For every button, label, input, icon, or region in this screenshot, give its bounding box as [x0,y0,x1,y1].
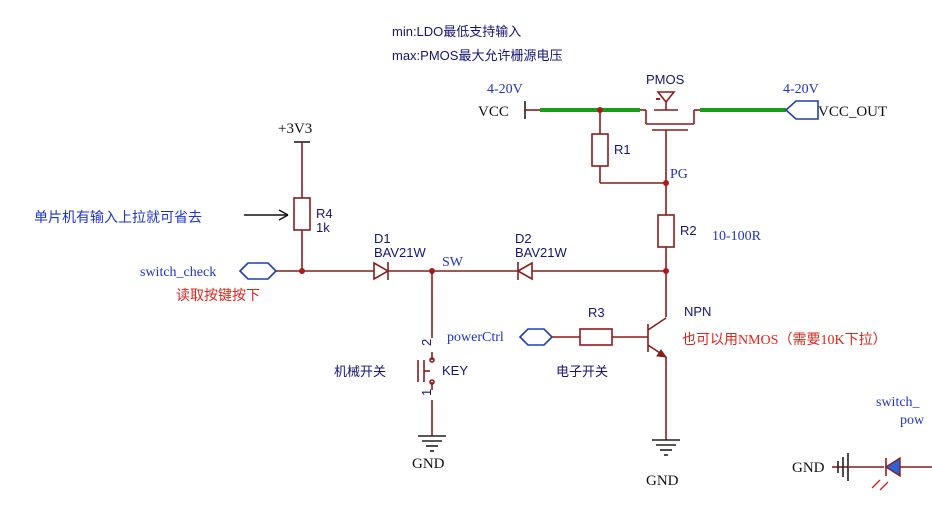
d1-diode [373,261,390,281]
key-pin1: 1 [419,389,434,396]
r1-label: R1 [614,142,631,157]
r4-optional-note: 单片机有输入上拉就可省去 [34,210,202,226]
sw-net-label: SW [442,255,464,270]
pg-label: PG [670,167,688,182]
r3-resistor [579,328,613,346]
r4-label: R4 [316,206,333,221]
pmos-label: PMOS [646,72,685,87]
v3v3-label: +3V3 [278,121,312,137]
gnd-label-key: GND [412,456,445,472]
r4-value: 1k [316,220,330,235]
note-max: max:PMOS最大允许栅源电压 [392,48,562,63]
gnd-symbol-key [418,435,446,452]
vcc-out-range-label: 4-20V [783,82,819,97]
key-label: KEY [442,363,468,378]
d2-diode [516,261,533,281]
vcc-range-label: 4-20V [487,82,523,97]
d1-label: D1 [374,231,391,246]
pmos-symbol [640,91,700,176]
junction-r4 [299,268,305,274]
gnd-symbol-led [832,453,849,481]
r1-resistor [591,133,609,167]
npn-transistor [647,317,668,358]
cut-switch-label: switch_ [876,395,921,410]
junction-pg [663,180,669,186]
r2-value: 10-100R [712,229,762,244]
cut-pow-label: pow [900,413,925,428]
vcc-out-port[interactable] [784,100,819,120]
electronic-switch-note: 电子开关 [556,364,608,379]
d2-label: D2 [515,231,532,246]
mech-switch-note: 机械开关 [334,364,386,379]
power-ctrl-label: powerCtrl [447,330,504,345]
key-pin2: 2 [419,339,434,346]
npn-label: NPN [684,304,711,319]
note-min: min:LDO最低支持输入 [392,24,521,39]
read-key-note: 读取按键按下 [176,287,260,304]
d2-part: BAV21W [515,245,568,260]
led-diode [871,456,932,491]
vcc-label: VCC [478,104,509,120]
d1-part: BAV21W [374,245,427,260]
note-arrow-head [278,209,289,221]
r4-resistor [293,197,311,231]
key-switch [417,352,435,390]
vcc-out-label: VCC_OUT [818,104,887,120]
gnd-label-npn: GND [646,473,679,489]
power-ctrl-port[interactable] [518,328,554,346]
gnd-symbol-npn [652,439,680,456]
r2-label: R2 [680,223,697,238]
switch-check-port[interactable] [238,262,278,280]
r3-label: R3 [588,305,605,320]
npn-alt-note: 也可以用NMOS（需要10K下拉） [682,332,887,348]
gnd-label-led: GND [792,460,825,476]
r2-resistor [657,214,675,248]
switch-check-label: switch_check [140,265,216,280]
